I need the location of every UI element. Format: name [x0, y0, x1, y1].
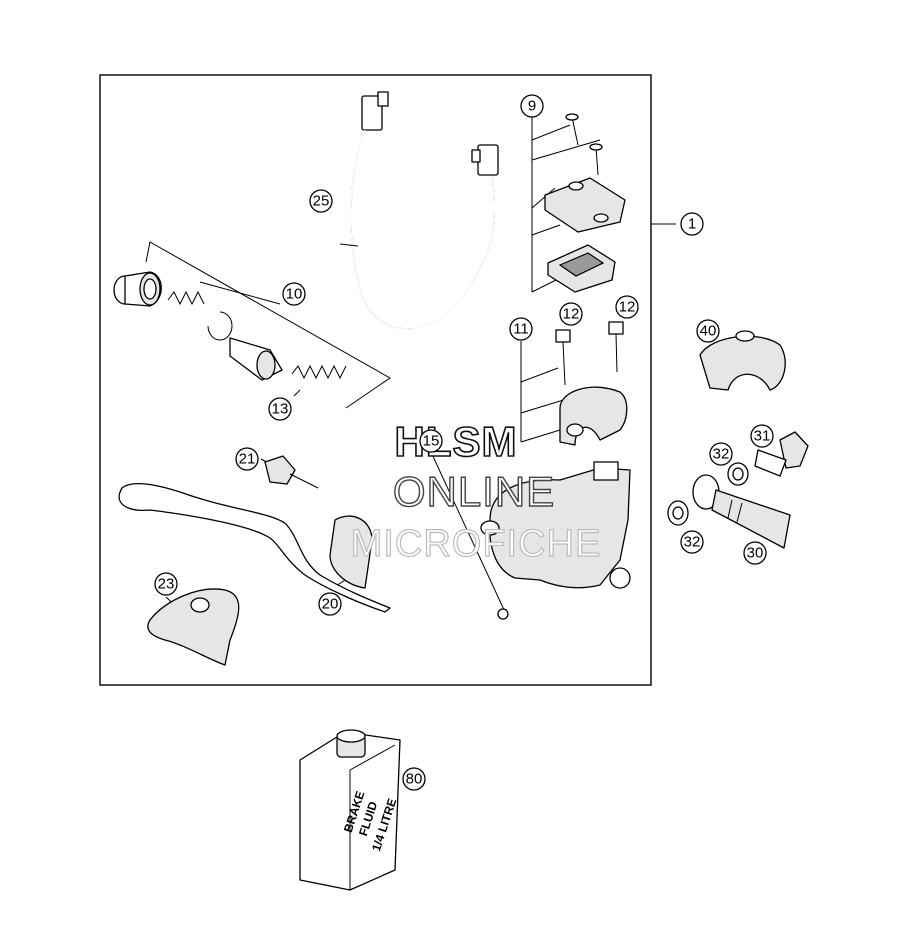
callout: 13: [268, 397, 292, 421]
callout: 1: [680, 212, 704, 236]
svg-text:31: 31: [754, 428, 771, 445]
callout: 21: [235, 447, 259, 471]
svg-text:11: 11: [513, 321, 529, 338]
callout: 9: [520, 94, 544, 118]
callout: 11: [509, 317, 533, 341]
svg-text:23: 23: [158, 576, 175, 593]
clamp-bolts: [555, 321, 628, 446]
handlebar-clamp: [699, 330, 786, 391]
svg-text:13: 13: [272, 401, 289, 418]
reservoir-cap-kit: [544, 113, 626, 293]
svg-text:40: 40: [700, 323, 717, 340]
adjuster-screw: [264, 455, 319, 489]
callout: 12: [615, 295, 639, 319]
wire-harness: [339, 91, 499, 330]
callout: 23: [154, 572, 178, 596]
callout: 32: [709, 442, 733, 466]
svg-text:10: 10: [286, 286, 303, 303]
watermark-line-3: MICROFICHE: [351, 523, 602, 565]
svg-text:12: 12: [619, 299, 636, 316]
piston-kit: [113, 271, 347, 381]
svg-text:1: 1: [688, 216, 696, 233]
lever-guard: [147, 588, 240, 666]
svg-text:9: 9: [528, 98, 536, 115]
svg-text:32: 32: [713, 446, 730, 463]
callout: 20: [318, 592, 342, 616]
callout: 12: [559, 302, 583, 326]
callout: 30: [743, 541, 767, 565]
svg-text:25: 25: [313, 193, 330, 210]
callout: 40: [696, 319, 720, 343]
svg-text:30: 30: [747, 545, 764, 562]
callout: 25: [309, 189, 333, 213]
watermark-line-1: HLSM: [395, 418, 518, 465]
assembly-frame: [99, 74, 652, 686]
svg-text:21: 21: [239, 451, 256, 468]
svg-text:12: 12: [563, 306, 580, 323]
brake-fluid-bottle: [299, 729, 401, 891]
callout: 80: [402, 767, 426, 791]
hose-assembly: [667, 431, 809, 549]
svg-text:15: 15: [423, 433, 440, 450]
svg-text:80: 80: [406, 771, 423, 788]
brake-lever: [118, 482, 391, 613]
callout: 15: [419, 429, 443, 453]
svg-text:32: 32: [684, 534, 701, 551]
svg-text:20: 20: [322, 596, 339, 613]
callout: 31: [750, 424, 774, 448]
watermark-line-2: ONLINE: [393, 468, 555, 515]
callout: 10: [282, 282, 306, 306]
master-cylinder: [480, 461, 631, 620]
callout: 32: [680, 530, 704, 554]
